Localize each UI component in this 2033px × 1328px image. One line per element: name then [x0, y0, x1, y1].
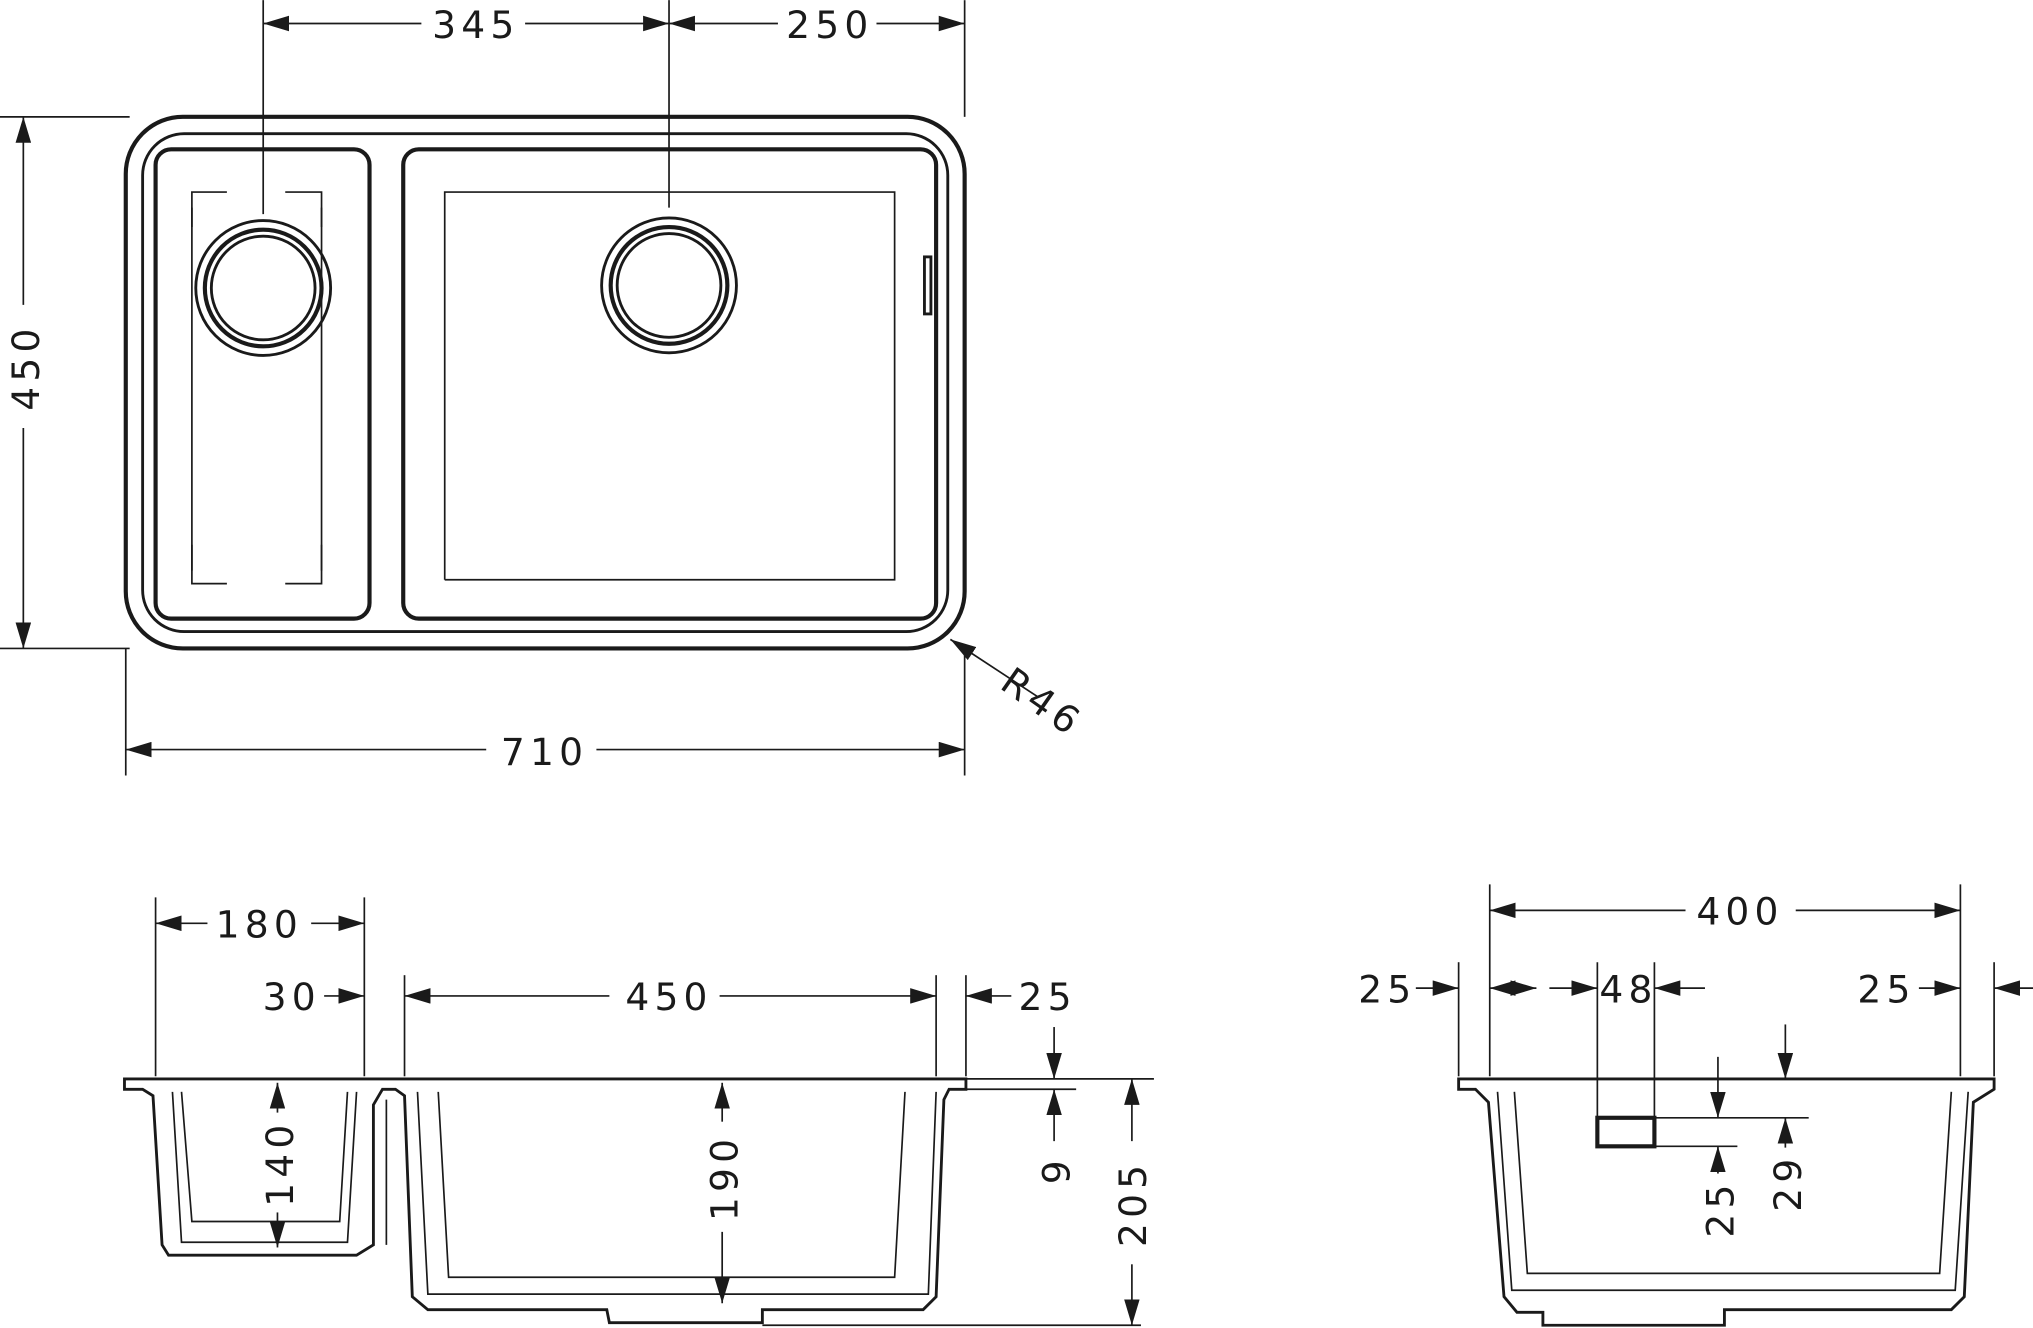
- large-bowl: [401, 147, 939, 621]
- overflow-opening: [1595, 1115, 1657, 1149]
- top-view: 345 250 450 710 R46: [0, 0, 1092, 776]
- dim-small-depth: 140: [258, 1120, 302, 1207]
- dim-overflow-height: 29: [1766, 1154, 1810, 1212]
- dim-rim-thickness: 9: [1035, 1155, 1079, 1184]
- dim-overflow-width: 48: [1599, 967, 1657, 1011]
- dim-overflow-offset: 25: [1698, 1179, 1742, 1237]
- dim-total-height: 205: [1111, 1160, 1155, 1247]
- dim-rim-left: 25: [1358, 967, 1416, 1011]
- dim-bowl-width: 400: [1696, 890, 1783, 934]
- sink-inner-outline: [141, 132, 950, 634]
- front-section: 180 30 450 25 9 205 140 190: [123, 897, 1155, 1327]
- dim-large-depth: 190: [703, 1134, 747, 1221]
- drain-small: [194, 219, 333, 357]
- overflow-tab: [923, 255, 933, 316]
- front-body-outline: [123, 1077, 968, 1325]
- dim-small-bowl: 180: [216, 903, 303, 947]
- dim-width: 710: [501, 730, 588, 774]
- side-section: 400 25 48 25 25 29: [1358, 884, 2033, 1327]
- dim-rim-small: 30: [263, 975, 321, 1019]
- dim-rim-right: 25: [1857, 967, 1915, 1011]
- sink-outline: [123, 114, 967, 651]
- dim-right-drain: 250: [786, 3, 873, 47]
- dim-depth: 450: [4, 323, 48, 410]
- drain-large: [600, 216, 738, 355]
- dim-rim-right: 25: [1019, 975, 1077, 1019]
- side-body-outline: [1457, 1077, 1996, 1327]
- dim-large-bowl: 450: [625, 975, 712, 1019]
- dim-left-drain: 345: [432, 3, 519, 47]
- dim-radius: R46: [993, 659, 1092, 746]
